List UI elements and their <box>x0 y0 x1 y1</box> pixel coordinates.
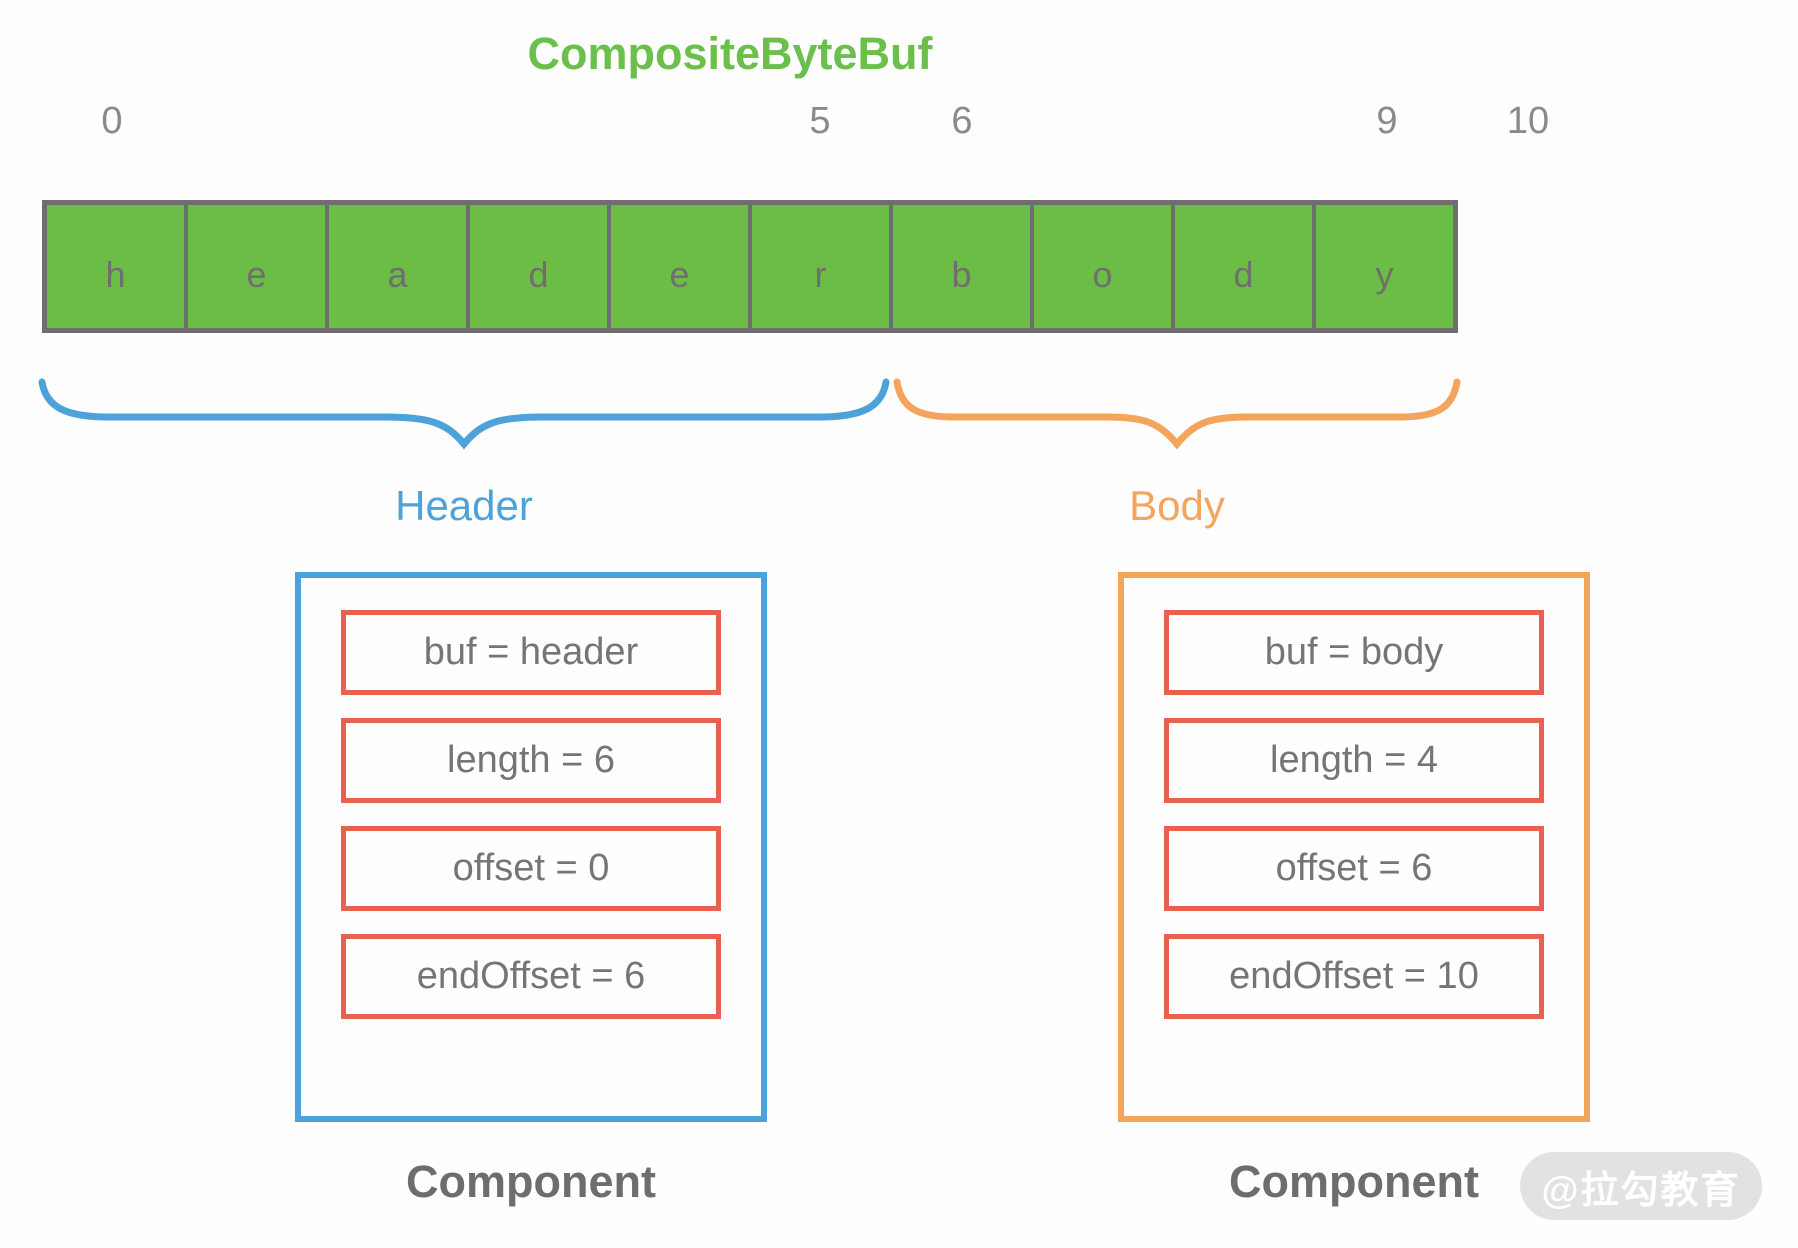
header-field-buf: buf = header <box>341 610 721 695</box>
body-field-endoffset: endOffset = 10 <box>1164 934 1544 1019</box>
byte-cell-9: y <box>1316 205 1453 328</box>
body-field-buf: buf = body <box>1164 610 1544 695</box>
body-region-label: Body <box>1129 482 1225 529</box>
byte-cell-6: b <box>893 205 1030 328</box>
watermark-text: @拉勾教育 <box>1541 1169 1741 1212</box>
diagram-title: CompositeByteBuf <box>527 28 933 79</box>
header-component-caption: Component <box>406 1156 656 1207</box>
byte-cell-1: e <box>188 205 325 328</box>
byte-cell-7: o <box>1034 205 1171 328</box>
byte-cell-8: d <box>1175 205 1312 328</box>
header-field-offset: offset = 0 <box>341 826 721 911</box>
index-label-10: 10 <box>1506 100 1550 142</box>
body-component-caption: Component <box>1229 1156 1479 1207</box>
header-region-label: Header <box>395 482 533 529</box>
byte-cell-3: d <box>470 205 607 328</box>
byte-cell-5: r <box>752 205 889 328</box>
byte-cell-2: a <box>329 205 466 328</box>
index-label-0: 0 <box>101 100 123 142</box>
watermark-badge: @拉勾教育 <box>1520 1152 1762 1220</box>
header-field-length: length = 6 <box>341 718 721 803</box>
byte-array: h e a d e r b o d y <box>42 200 1458 333</box>
byte-cell-4: e <box>611 205 748 328</box>
body-component-box: buf = body length = 4 offset = 6 endOffs… <box>1118 572 1590 1122</box>
header-field-endoffset: endOffset = 6 <box>341 934 721 1019</box>
byte-cell-0: h <box>47 205 184 328</box>
header-component-box: buf = header length = 6 offset = 0 endOf… <box>295 572 767 1122</box>
body-field-length: length = 4 <box>1164 718 1544 803</box>
header-brace <box>38 378 890 450</box>
index-label-9: 9 <box>1376 100 1398 142</box>
index-labels: 0 5 6 9 10 <box>0 100 1798 148</box>
index-label-6: 6 <box>951 100 973 142</box>
body-field-offset: offset = 6 <box>1164 826 1544 911</box>
index-label-5: 5 <box>809 100 831 142</box>
body-brace <box>893 378 1461 450</box>
